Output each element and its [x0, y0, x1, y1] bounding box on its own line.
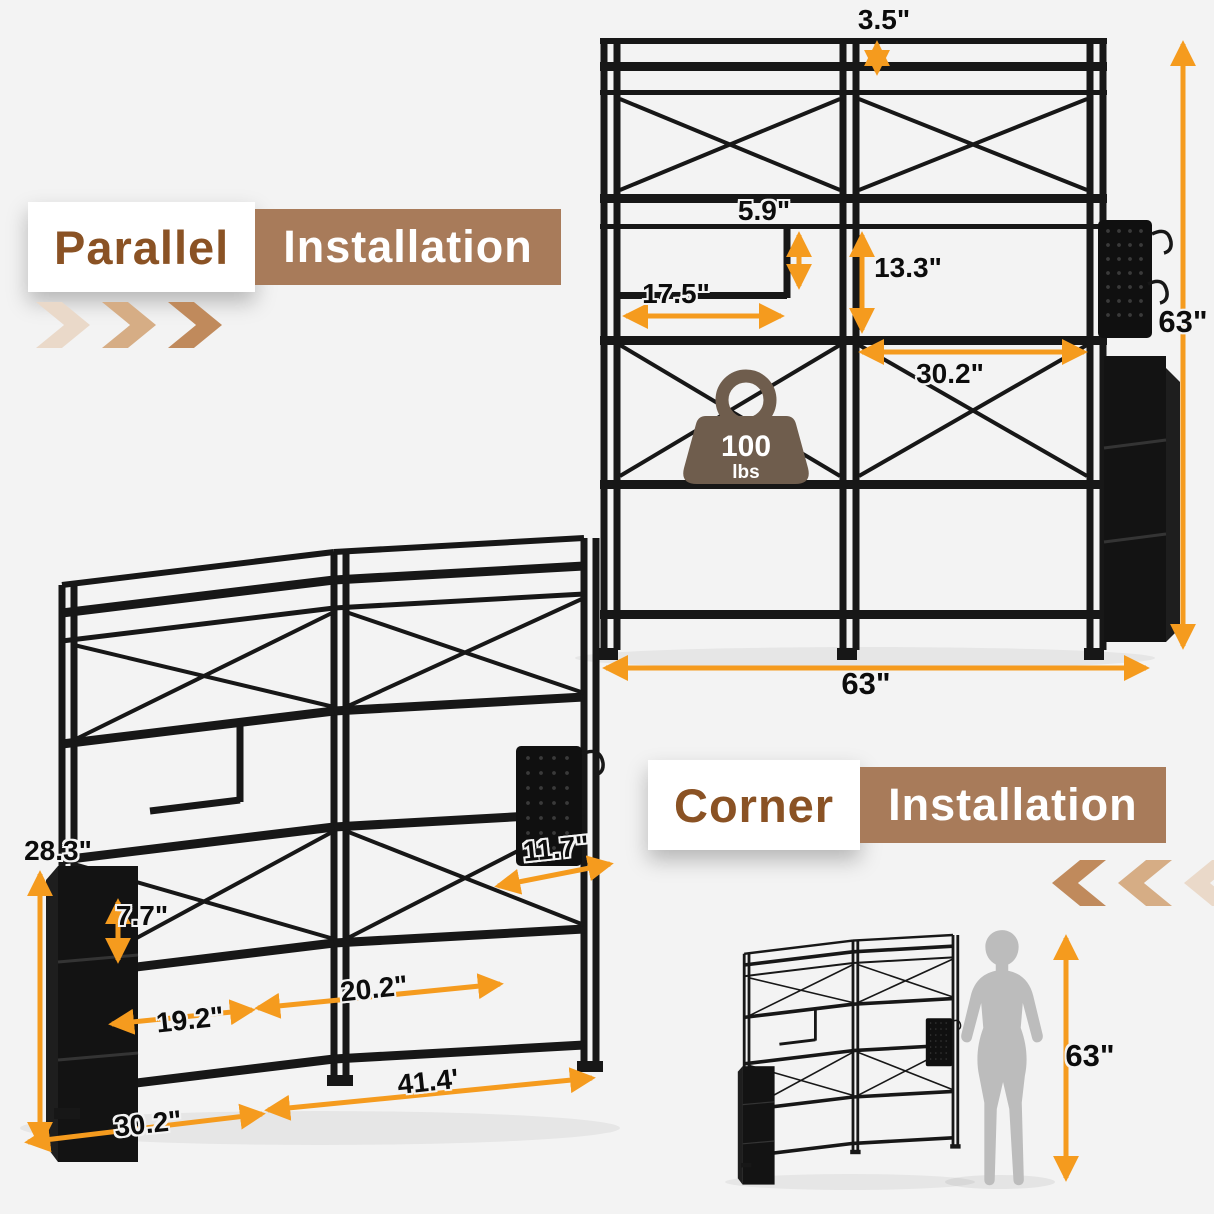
hook-icon: [1151, 229, 1173, 255]
chevron-left-icon: [1052, 860, 1106, 906]
chevron-right-icon: [168, 302, 222, 348]
parallel-shelf: [598, 38, 1180, 660]
banner-word-parallel: Parallel: [28, 202, 256, 292]
weight-unit: lbs: [732, 462, 759, 483]
chevron-left-icon: [1118, 860, 1172, 906]
dim-label-cubby-height-corner: 7.7": [115, 900, 169, 931]
banner-word-corner: Corner: [648, 760, 861, 850]
banner-word-installation: Installation: [255, 209, 561, 285]
chevron-right-icon: [36, 302, 90, 348]
dim-label-long-side: 41.4': [395, 1062, 460, 1101]
hook-icon: [1147, 279, 1169, 305]
corner-shelf: [46, 535, 605, 1162]
chevron-right-icon: [102, 302, 156, 348]
dim-label-half-width: 30.2": [916, 358, 984, 389]
parallel-dimension-arrows: [602, 40, 1196, 681]
corner-dimension-arrows: [24, 855, 614, 1153]
dim-label-shelf-spacing: 13.3": [874, 252, 942, 283]
weight-value: 100: [721, 430, 771, 463]
parallel-installation-banner: Parallel Installation: [28, 202, 561, 292]
chevron-left-icon: [1184, 860, 1214, 906]
corner-installation-banner: Corner Installation: [648, 760, 1166, 850]
weight-capacity-icon: 100 lbs: [683, 369, 809, 484]
dim-label-corner-height: 63": [1065, 1038, 1115, 1073]
dim-label-width: 63": [841, 666, 891, 701]
pegboard: [516, 746, 605, 866]
corner-shelf-small: [736, 933, 963, 1187]
dim-label-bag-height: 28.3": [24, 835, 92, 866]
corner-direction-chevrons: [1052, 860, 1214, 906]
dim-label-height: 63": [1158, 304, 1208, 339]
hook-icon: [581, 749, 605, 777]
storage-bags: [1103, 356, 1180, 642]
dim-label-cubby-width: 17.5": [642, 278, 710, 309]
dim-label-cubby-height: 5.9": [737, 195, 791, 226]
pegboard: [1098, 220, 1173, 338]
parallel-direction-chevrons: [36, 302, 222, 348]
banner-word-installation: Installation: [860, 767, 1166, 843]
dim-label-top-lip: 3.5": [857, 4, 911, 35]
woman-silhouette: [961, 930, 1043, 1186]
